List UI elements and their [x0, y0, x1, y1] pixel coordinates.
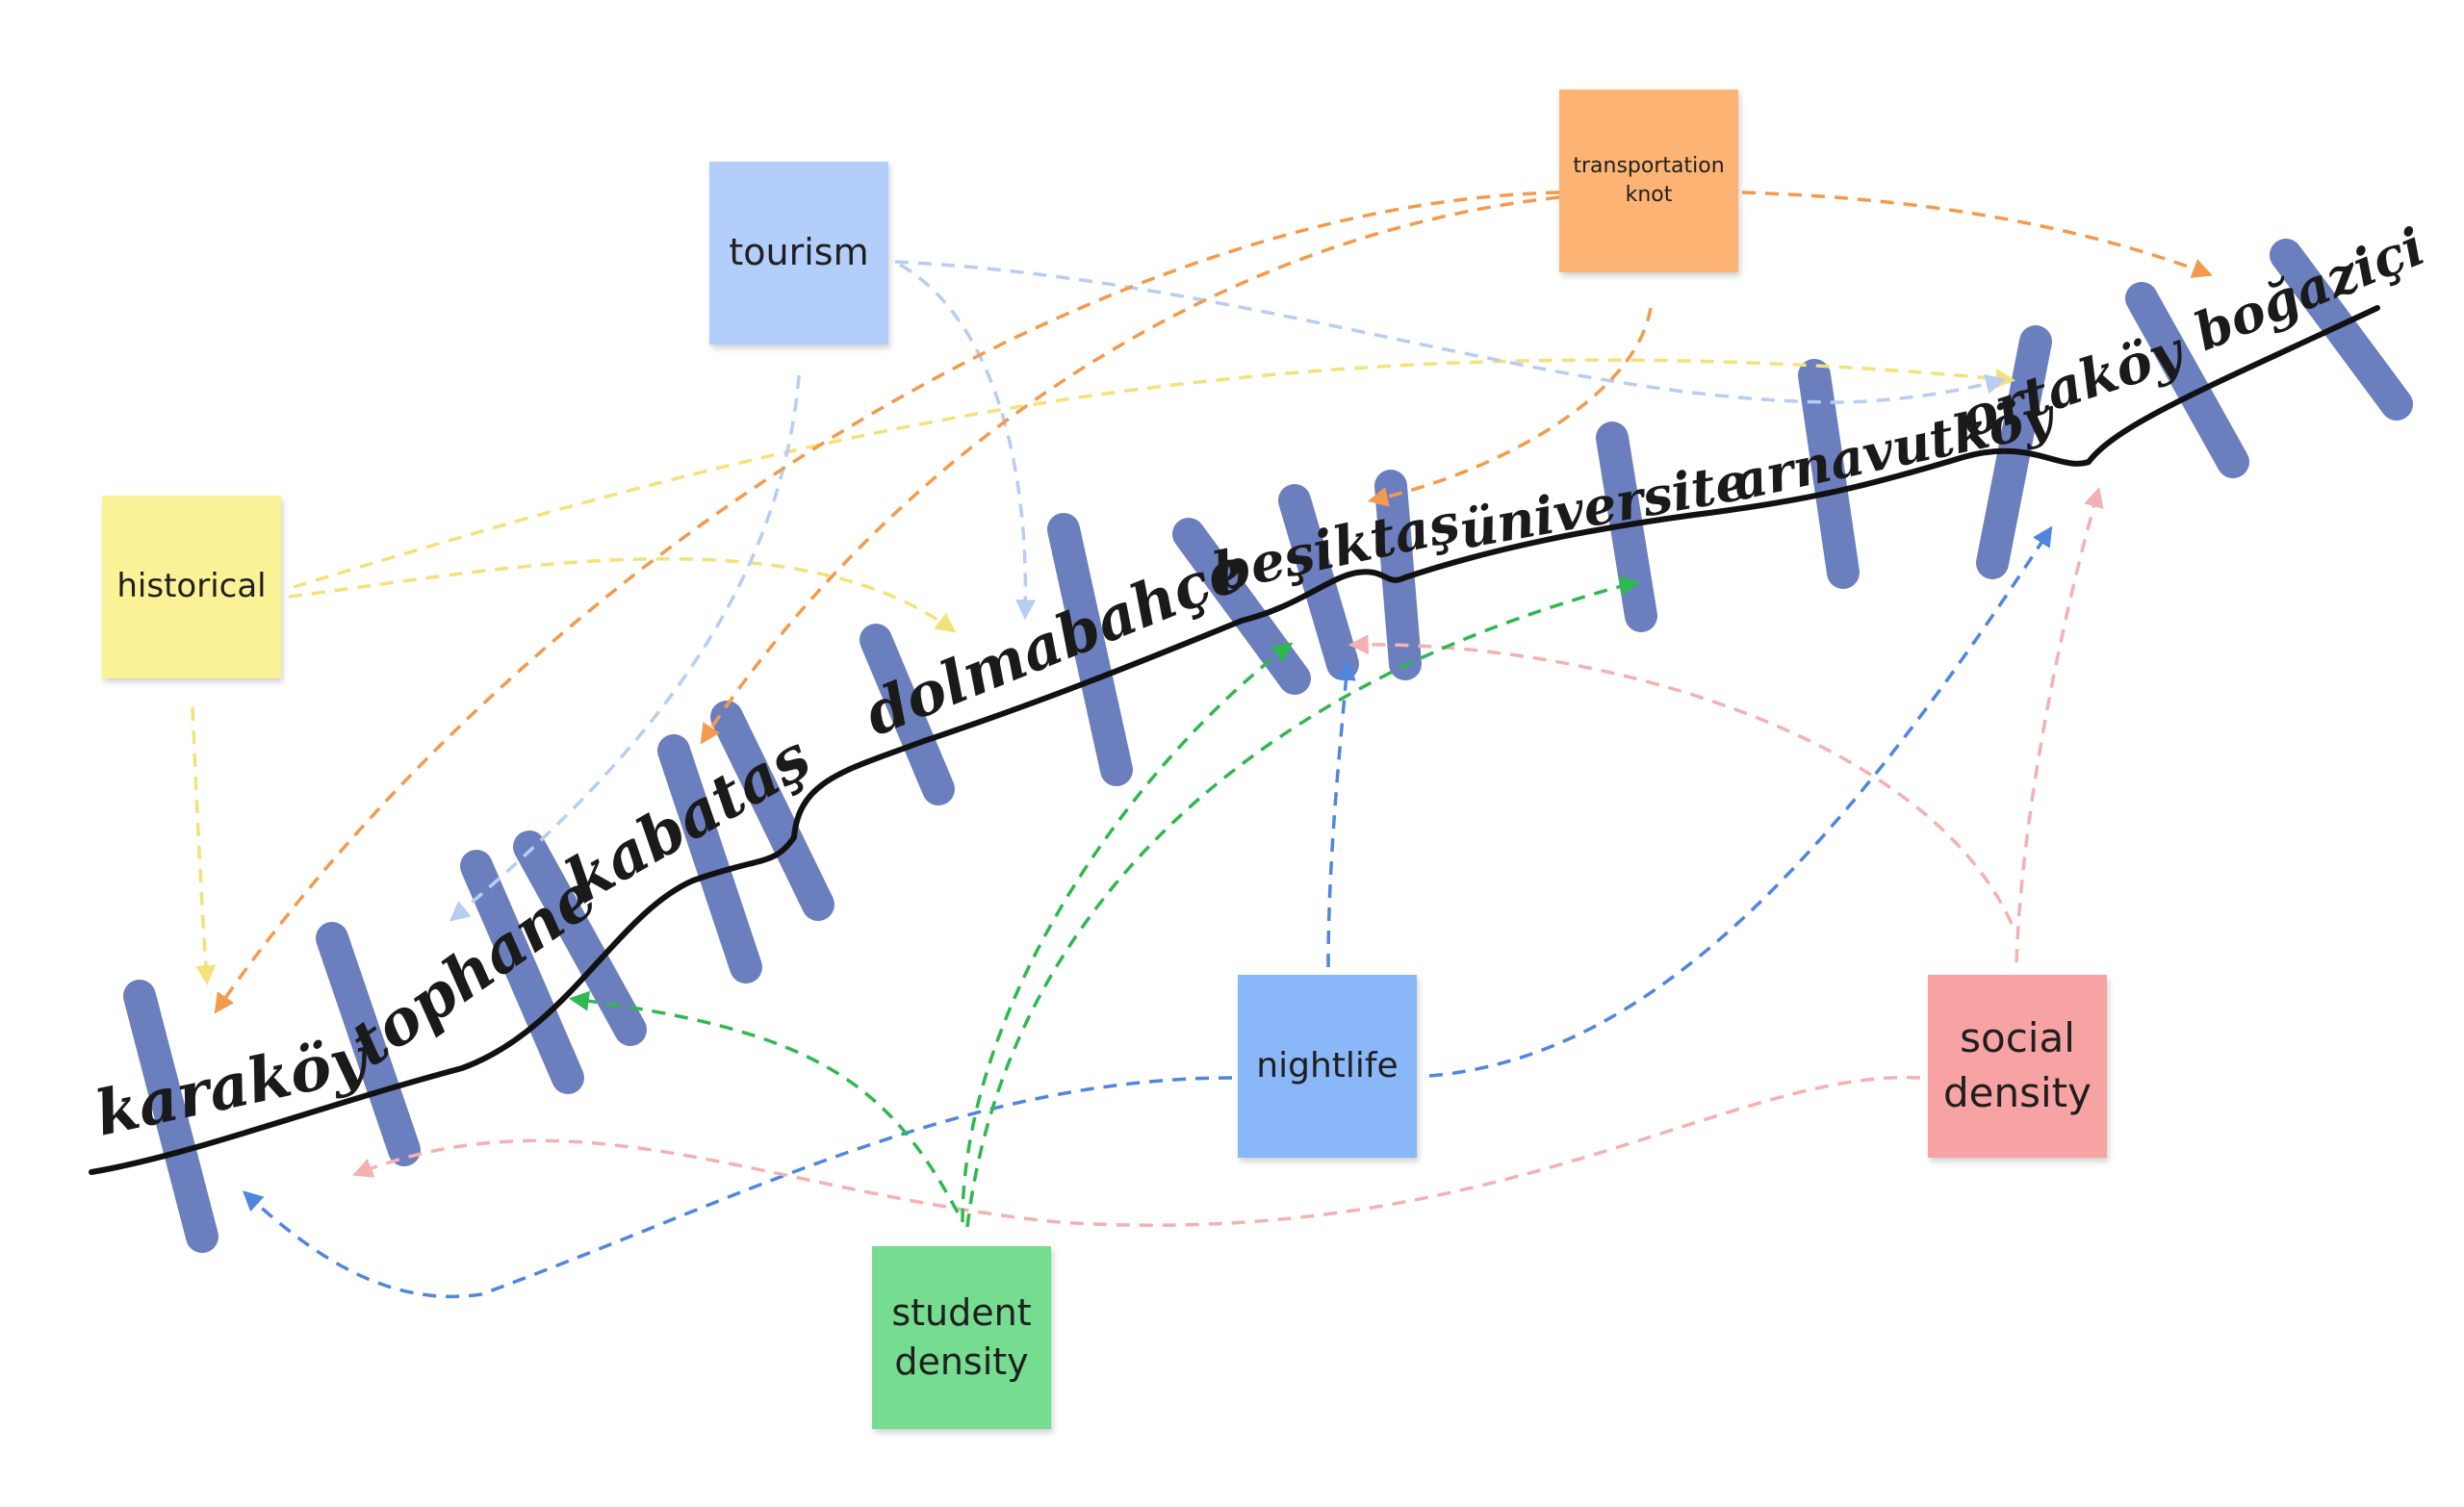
station-mark-1 — [123, 980, 218, 1253]
station-mark-3 — [460, 850, 584, 1094]
connector-transport-to-bogazici — [1741, 191, 2213, 278]
route-line — [89, 305, 2380, 1175]
station-mark-4 — [513, 830, 647, 1046]
station-mark-2 — [316, 922, 421, 1166]
connector-tourism-to-dolmabahce — [899, 263, 1037, 621]
note-nightlife-text: nightlife — [1256, 1045, 1399, 1086]
connector-social-to-besiktas — [1348, 634, 2014, 925]
connector-transport-to-karakoy — [214, 191, 1560, 1014]
station-mark-10 — [1278, 484, 1359, 680]
sticky-note-tourism[interactable]: tourism — [709, 162, 888, 345]
station-mark-8 — [1047, 513, 1133, 786]
station-mark-6 — [710, 701, 834, 921]
connector-social-to-tophane — [352, 1075, 1921, 1227]
note-transportation-line2: knot — [1625, 183, 1673, 207]
station-mark-15 — [2125, 282, 2249, 478]
connector-social-to-ortakoy — [2015, 486, 2104, 963]
note-historical-text: historical — [116, 567, 267, 606]
connector-student-to-besiktas — [961, 642, 1294, 1223]
note-social-line1: social — [1960, 1014, 2075, 1062]
station-mark-11 — [1374, 470, 1422, 680]
note-student-line1: student — [891, 1290, 1032, 1334]
station-mark-5 — [657, 734, 762, 983]
sticky-note-transportation-knot[interactable]: transportation knot — [1559, 89, 1738, 272]
connector-historical-to-dolmabahce — [288, 556, 957, 633]
sticky-note-nightlife[interactable]: nightlife — [1238, 975, 1417, 1158]
connector-transport-to-besiktas — [1367, 307, 1653, 507]
sticky-note-historical[interactable]: historical — [102, 496, 281, 678]
connector-tourism-to-tophane — [449, 374, 801, 922]
connector-nightlife-to-besiktas — [1326, 659, 1356, 968]
sticky-note-social-density[interactable]: social density — [1928, 975, 2107, 1158]
route-label-karakoy: karaköy — [90, 1022, 376, 1150]
sticky-note-student-density[interactable]: student density — [872, 1246, 1051, 1429]
note-social-line2: density — [1943, 1069, 2092, 1116]
connectors — [191, 191, 2213, 1299]
note-tourism-text: tourism — [729, 231, 869, 274]
connector-nightlife-to-ortakoy — [1428, 525, 2053, 1078]
connector-historical-to-ortakoy — [293, 358, 2016, 589]
station-mark-13 — [1798, 359, 1860, 589]
connector-student-to-universite — [965, 576, 1641, 1228]
connector-student-to-tophane — [568, 990, 960, 1213]
station-mark-7 — [860, 624, 955, 805]
connector-historical-to-karakoy — [191, 706, 217, 986]
station-mark-16 — [2270, 239, 2413, 421]
note-transportation-line1: transportation — [1573, 154, 1725, 179]
route-label-ortakoy: ortaköy — [1953, 319, 2194, 450]
note-student-line2: density — [894, 1341, 1029, 1383]
